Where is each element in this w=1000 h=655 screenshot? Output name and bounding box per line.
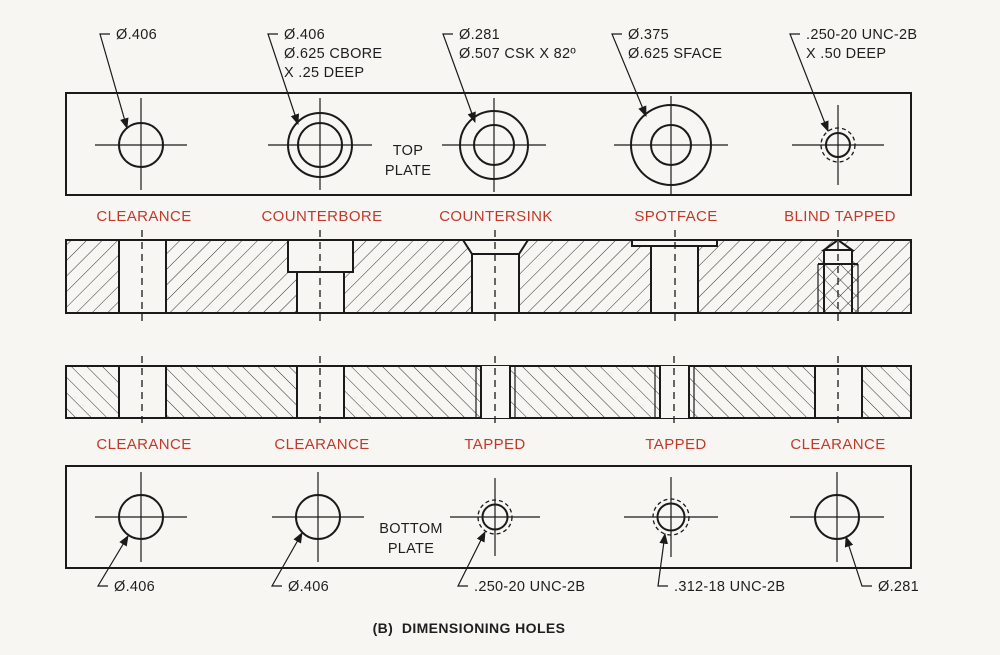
callout-top-2-line-2: Ø.625 CBORE [284,46,382,62]
top-hole-clearance [95,98,187,190]
bottom-plate-label-1: BOTTOM [379,521,443,537]
top-hole-counterbore [268,98,372,190]
bottom-label-3: TAPPED [464,436,525,453]
callout-bottom-2: Ø.406 [288,579,329,595]
callout-top-3-line-2: Ø.507 CSK X 82º [459,46,576,62]
top-leaders [99,33,829,133]
bottom-hole-clearance-3 [790,472,884,562]
top-label-4: SPOTFACE [634,208,717,225]
callout-bottom-4: .312-18 UNC-2B [674,579,785,595]
top-hole-countersink [442,98,546,192]
callout-top-5-line-1: .250-20 UNC-2B [806,27,917,43]
bottom-hole-clearance-2 [272,472,364,562]
bottom-label-2: CLEARANCE [274,436,369,453]
top-plate-label-1: TOP [393,143,423,159]
top-label-1: CLEARANCE [96,208,191,225]
bottom-hole-tapped-1 [450,478,540,556]
callout-bottom-1: Ø.406 [114,579,155,595]
callout-top-4-line-2: Ø.625 SFACE [628,46,722,62]
top-section [65,230,912,322]
callout-top-1-line-1: Ø.406 [116,27,157,43]
bottom-plate-outline [65,465,912,569]
bottom-leaders [96,531,872,587]
bottom-hole-clearance-1 [95,472,187,562]
bottom-plate-label-2: PLATE [388,541,434,557]
top-label-5: BLIND TAPPED [784,208,896,225]
bottom-label-1: CLEARANCE [96,436,191,453]
callout-bottom-5: Ø.281 [878,579,919,595]
callout-top-3-line-1: Ø.281 [459,27,500,43]
top-plate-outline [65,92,912,196]
figure-caption: (B) DIMENSIONING HOLES [373,620,566,636]
top-plate-label-2: PLATE [385,163,431,179]
top-hole-spotface [614,96,728,194]
callout-top-4-line-1: Ø.375 [628,27,669,43]
top-label-2: COUNTERBORE [261,208,382,225]
callout-bottom-3: .250-20 UNC-2B [474,579,585,595]
top-hole-blind-tapped [792,105,884,185]
callout-top-2-line-1: Ø.406 [284,27,325,43]
callout-top-2-line-3: X .25 DEEP [284,65,364,81]
bottom-label-5: CLEARANCE [790,436,885,453]
top-label-3: COUNTERSINK [439,208,553,225]
callout-top-5-line-2: X .50 DEEP [806,46,886,62]
bottom-label-4: TAPPED [645,436,706,453]
bottom-section [65,356,912,428]
bottom-hole-tapped-2 [624,477,718,557]
